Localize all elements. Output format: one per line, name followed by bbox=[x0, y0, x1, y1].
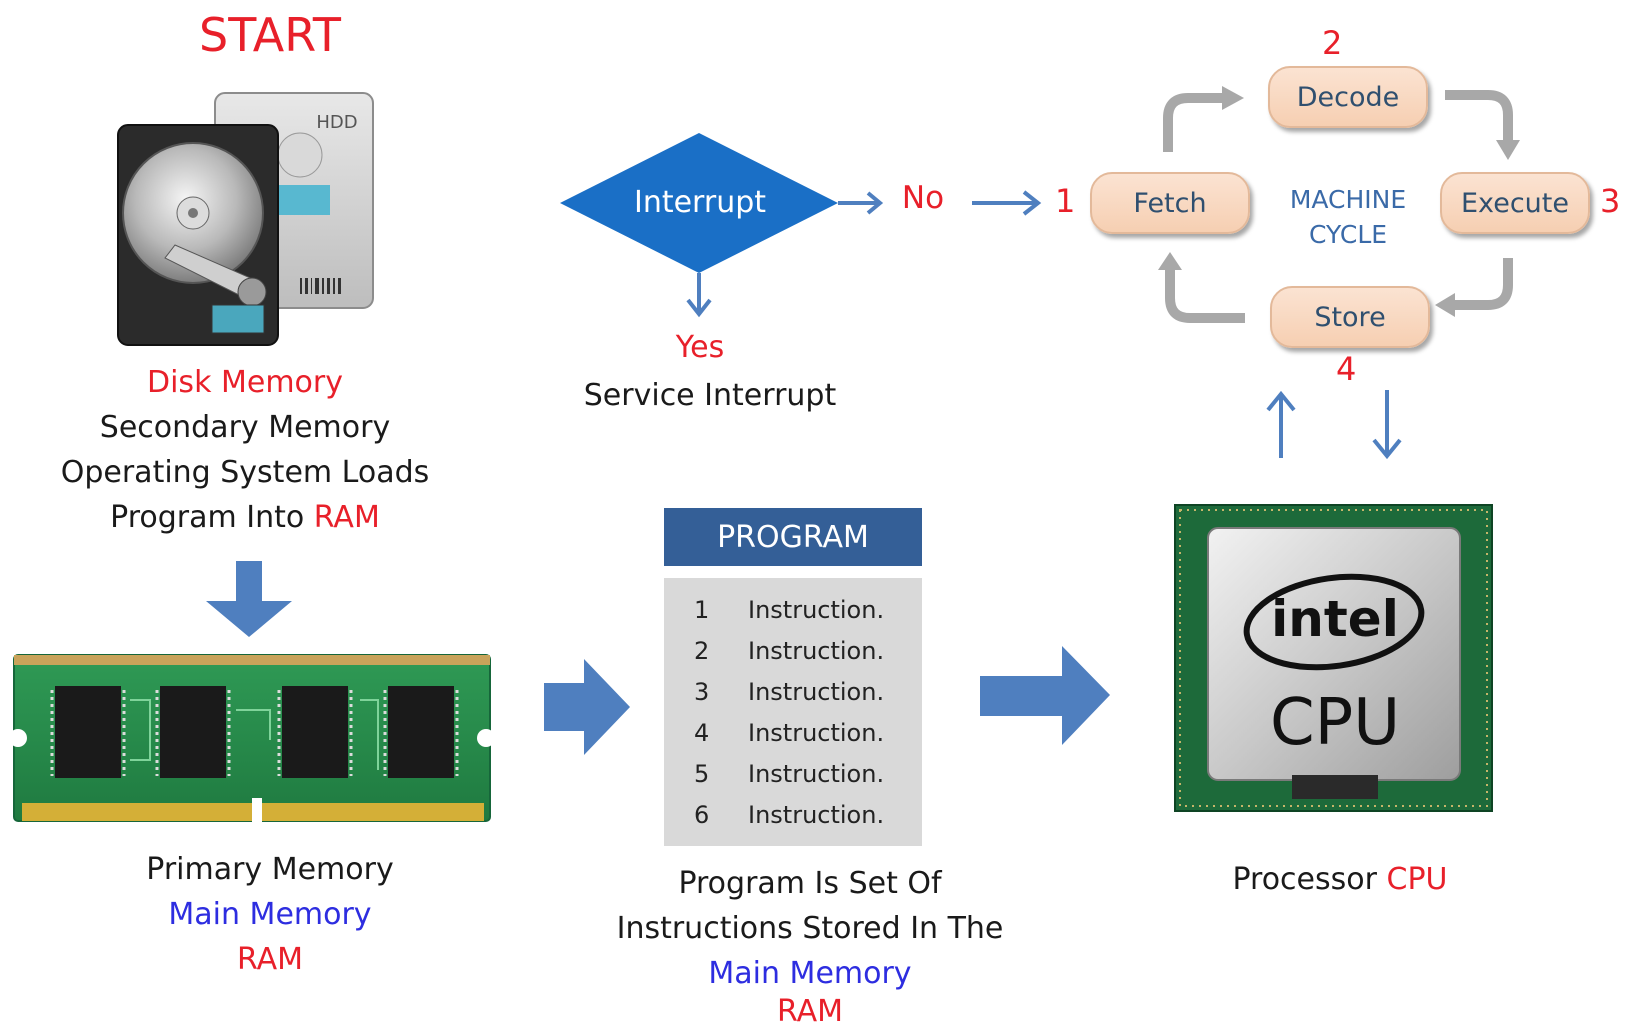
execute-label: Execute bbox=[1461, 187, 1569, 219]
decode-box: Decode bbox=[1268, 66, 1428, 128]
list-item: 6 Instruction. bbox=[664, 793, 922, 834]
instruction-text: Instruction. bbox=[748, 760, 885, 788]
right-arrow-icon bbox=[544, 659, 630, 755]
program-caption-3: Main Memory bbox=[708, 956, 912, 991]
up-arrow-icon bbox=[1266, 390, 1296, 458]
ram-line-2: Main Memory bbox=[168, 897, 372, 932]
instruction-text: Instruction. bbox=[748, 596, 885, 624]
instruction-number: 3 bbox=[694, 678, 710, 706]
instruction-text: Instruction. bbox=[748, 801, 885, 829]
hdd-image bbox=[117, 92, 374, 346]
processor-caption: Processor CPU bbox=[1190, 862, 1490, 897]
ram-line-1: Primary Memory bbox=[146, 852, 394, 887]
list-item: 3 Instruction. bbox=[664, 670, 922, 711]
instruction-text: Instruction. bbox=[748, 637, 885, 665]
step-number-3: 3 bbox=[1600, 182, 1621, 220]
step-number-1: 1 bbox=[1055, 182, 1076, 220]
interrupt-yes: Yes bbox=[675, 330, 725, 365]
fetch-box: Fetch bbox=[1090, 172, 1250, 234]
instruction-text: Instruction. bbox=[748, 678, 885, 706]
program-header: PROGRAM bbox=[664, 508, 922, 566]
hdd-label: HDD bbox=[316, 112, 358, 133]
list-item: 2 Instruction. bbox=[664, 629, 922, 670]
execute-box: Execute bbox=[1440, 172, 1590, 234]
intel-logo: intel bbox=[1271, 590, 1399, 648]
disk-line-3-ram: RAM bbox=[313, 500, 380, 535]
fetch-label: Fetch bbox=[1133, 187, 1207, 219]
store-box: Store bbox=[1270, 286, 1430, 348]
instruction-number: 5 bbox=[694, 760, 710, 788]
down-arrow-icon bbox=[206, 561, 292, 637]
cpu-chip-label: CPU bbox=[1269, 686, 1401, 760]
instruction-number: 2 bbox=[694, 637, 710, 665]
program-header-label: PROGRAM bbox=[717, 519, 869, 555]
step-number-4: 4 bbox=[1336, 350, 1357, 388]
disk-line-3: Program Into RAM bbox=[50, 500, 440, 535]
decode-label: Decode bbox=[1296, 81, 1400, 113]
down-arrow-icon bbox=[686, 273, 712, 318]
store-label: Store bbox=[1314, 301, 1386, 333]
ram-line-3: RAM bbox=[236, 942, 304, 977]
instruction-number: 4 bbox=[694, 719, 710, 747]
program-caption-2: Instructions Stored In The bbox=[616, 911, 1004, 946]
processor-caption-text: Processor bbox=[1232, 862, 1377, 897]
disk-line-1: Secondary Memory bbox=[99, 410, 391, 445]
right-arrow-icon bbox=[972, 190, 1042, 216]
instruction-number: 1 bbox=[694, 596, 710, 624]
machine-cycle-label-1: MACHINE bbox=[1289, 185, 1407, 214]
ram-image bbox=[9, 654, 495, 822]
down-arrow-icon bbox=[1372, 390, 1402, 460]
program-instruction-list: 1 Instruction. 2 Instruction. 3 Instruct… bbox=[664, 578, 922, 846]
interrupt-no: No bbox=[901, 180, 945, 216]
right-arrow-icon bbox=[980, 646, 1110, 745]
list-item: 1 Instruction. bbox=[664, 588, 922, 629]
list-item: 4 Instruction. bbox=[664, 711, 922, 752]
disk-line-3-text: Program Into bbox=[110, 500, 305, 535]
cycle-arrows bbox=[1163, 90, 1513, 323]
disk-memory-title: Disk Memory bbox=[147, 365, 343, 400]
program-caption-4: RAM bbox=[776, 994, 844, 1029]
right-arrow-icon bbox=[838, 191, 884, 215]
program-caption-1: Program Is Set Of bbox=[678, 866, 942, 901]
step-number-2: 2 bbox=[1322, 24, 1343, 62]
disk-line-2: Operating System Loads bbox=[60, 455, 430, 490]
cpu-image bbox=[1174, 504, 1493, 812]
interrupt-label: Interrupt bbox=[633, 185, 767, 220]
instruction-number: 6 bbox=[694, 801, 710, 829]
machine-cycle-label-2: CYCLE bbox=[1308, 220, 1388, 249]
processor-caption-cpu: CPU bbox=[1386, 862, 1448, 897]
service-interrupt: Service Interrupt bbox=[583, 378, 837, 413]
start-label: START bbox=[199, 8, 341, 62]
interrupt-diamond bbox=[560, 133, 838, 273]
instruction-text: Instruction. bbox=[748, 719, 885, 747]
list-item: 5 Instruction. bbox=[664, 752, 922, 793]
